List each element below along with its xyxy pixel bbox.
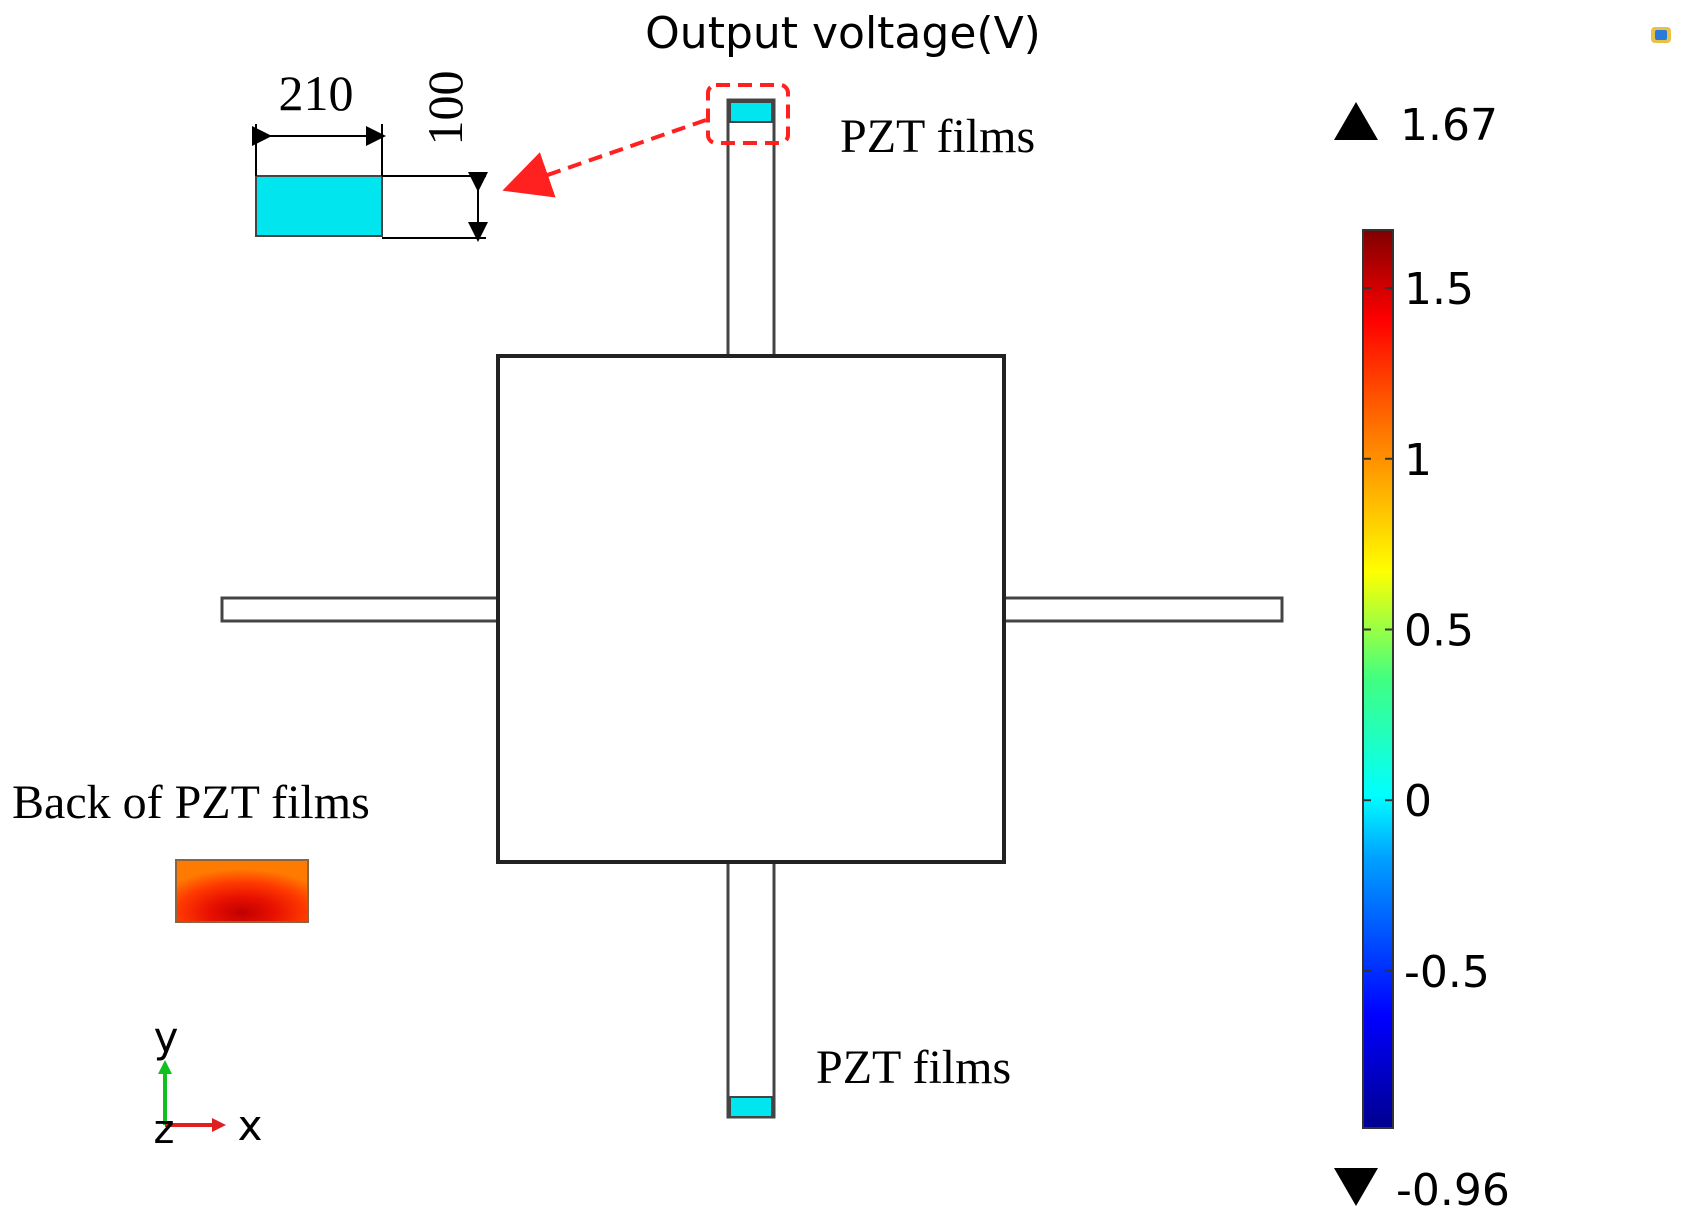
colorbar <box>1362 229 1394 1129</box>
dimension-height-label: 100 <box>417 71 473 146</box>
pzt-films-label-top: PZT films <box>840 110 1035 163</box>
beam-left <box>220 596 502 623</box>
callout-arrow <box>502 118 707 198</box>
colorbar-tick-label: 1 <box>1404 435 1432 486</box>
proof-mass <box>496 354 1006 864</box>
max-triangle-icon <box>1334 102 1378 140</box>
beam-bottom <box>726 860 776 1119</box>
min-triangle-icon <box>1334 1168 1378 1206</box>
pzt-films-label-bottom: PZT films <box>816 1041 1011 1094</box>
chart-title: Output voltage(V) <box>645 8 1041 59</box>
colorbar-min-label: -0.96 <box>1396 1165 1510 1216</box>
colorbar-tick-label: 1.5 <box>1404 264 1474 315</box>
pzt-inset <box>252 124 488 242</box>
back-pzt-heatmap <box>175 859 309 923</box>
beam-top <box>726 98 776 358</box>
z-axis-label: z <box>154 1107 175 1153</box>
y-axis-label: y <box>154 1013 179 1062</box>
callout-box <box>706 83 790 145</box>
beam-right <box>1002 596 1284 623</box>
structure <box>220 98 1284 1119</box>
colorbar-tick-label: 0 <box>1404 776 1432 827</box>
colorbar-max-label: 1.67 <box>1400 100 1498 151</box>
colorbar-tick-label: 0.5 <box>1404 605 1474 656</box>
axis-triad <box>158 1060 226 1132</box>
dimension-width-label: 210 <box>279 65 354 121</box>
back-pzt-label: Back of PZT films <box>12 776 370 829</box>
pzt-film-bottom <box>729 1096 773 1118</box>
pzt-inset-rect <box>255 175 383 237</box>
x-axis-label: x <box>238 1101 263 1150</box>
pzt-film-top <box>729 101 773 123</box>
colorbar-ticks: 1.5 1 0.5 0 -0.5 <box>1363 264 1490 998</box>
view-icon[interactable] <box>1651 27 1671 43</box>
colorbar-tick-label: -0.5 <box>1404 947 1490 998</box>
